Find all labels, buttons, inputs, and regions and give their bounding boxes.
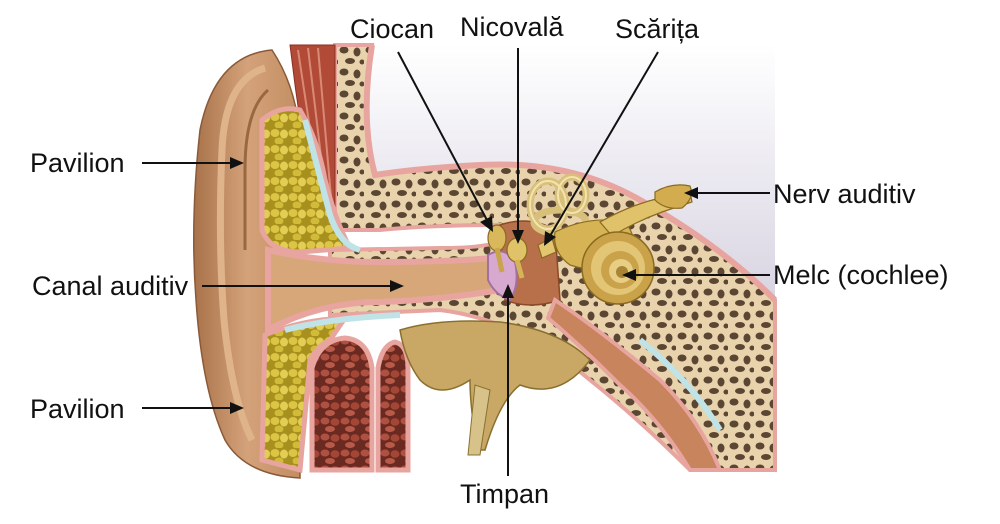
lower-cartilage-band [284, 312, 401, 333]
nerv-arrowhead [684, 187, 698, 199]
label-pavilion-top: Pavilion [30, 148, 125, 178]
upper-cartilage-band [302, 119, 361, 253]
pinna-helix-fold [216, 64, 267, 442]
styloid-process [467, 384, 491, 456]
inner-lining [638, 337, 723, 432]
label-melc: Melc (cochlee) [773, 260, 949, 290]
melc-arrowhead [622, 269, 636, 281]
label-pavilion-bottom: Pavilion [30, 394, 125, 424]
pinna-inner-fold [243, 88, 270, 250]
ciocan-pointer [397, 51, 489, 223]
label-nicovala: Nicovală [460, 12, 565, 42]
lower-muscle-left [309, 335, 375, 473]
nerve-end [654, 184, 692, 209]
eustachian-tube [545, 296, 723, 472]
nicovala-arrowhead [512, 230, 524, 244]
label-ciocan: Ciocan [350, 14, 434, 44]
pavilion-top-arrowhead [230, 157, 244, 169]
label-canal-auditiv: Canal auditiv [32, 271, 189, 301]
mastoid-process [399, 320, 591, 451]
scarita-arrowhead [544, 231, 556, 246]
scarita-pointer [549, 51, 659, 237]
lower-muscle-right [375, 339, 411, 473]
ciocan-arrowhead [480, 216, 493, 232]
canal-arrowhead [390, 280, 404, 292]
label-nerv-auditiv: Nerv auditiv [773, 179, 916, 209]
timpan-arrowhead [502, 284, 514, 298]
cavity-membrane [363, 44, 778, 303]
malleus-handle [494, 247, 505, 273]
incus-limb [514, 259, 525, 279]
pointer-lines [142, 48, 770, 476]
pavilion-bottom-arrowhead [230, 402, 244, 414]
cochlea [581, 231, 655, 305]
label-timpan: Timpan [460, 479, 549, 509]
label-scarita: Scărița [615, 14, 700, 44]
